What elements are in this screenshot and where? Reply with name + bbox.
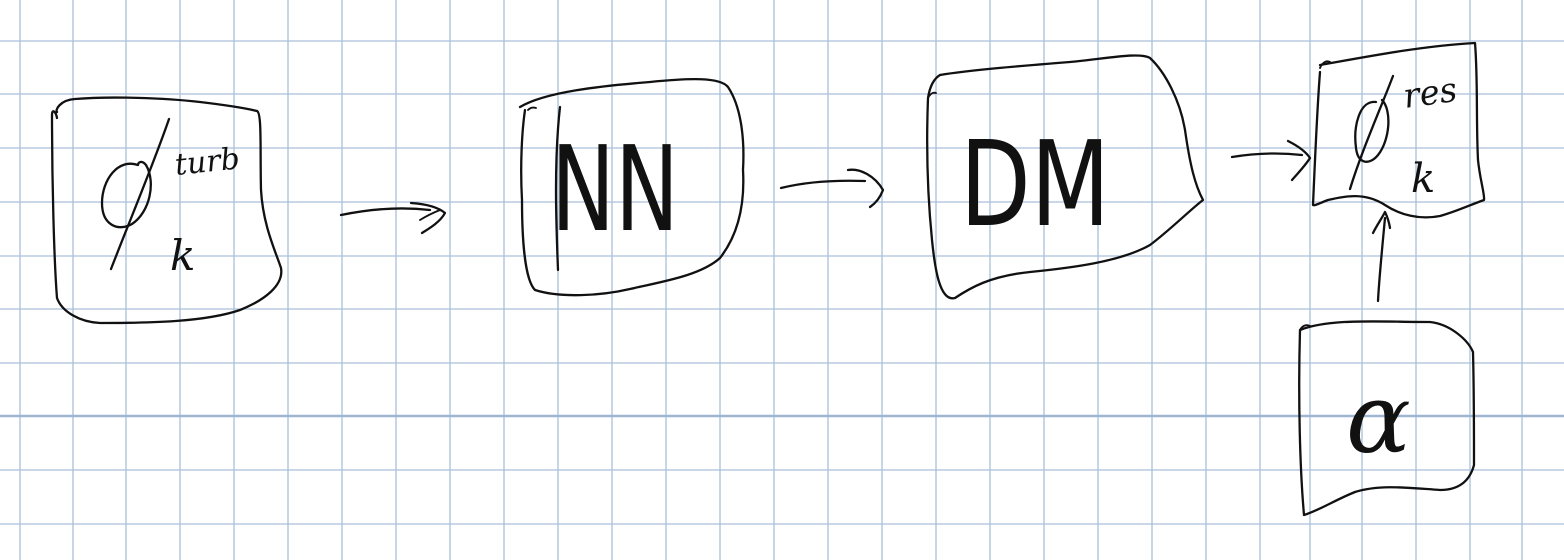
node-output-superscript: res	[1401, 70, 1460, 117]
node-input-subscript: k	[170, 231, 195, 280]
node-output: res k	[1311, 41, 1486, 219]
node-parameter: α	[1298, 320, 1476, 517]
edge-parameter-to-output	[1371, 210, 1392, 303]
node-parameter-border	[1298, 320, 1476, 517]
node-input: turb k	[50, 96, 283, 325]
edge-input-to-network	[339, 201, 447, 235]
node-dm: DM	[926, 54, 1205, 300]
node-output-border	[1311, 41, 1486, 219]
node-input-phi-symbol	[100, 117, 171, 271]
node-network-border	[518, 78, 745, 297]
node-dm-border	[926, 54, 1205, 300]
edge-network-to-dm	[779, 168, 885, 209]
node-parameter-symbol: α	[1346, 363, 1411, 475]
node-output-subscript: k	[1411, 156, 1435, 202]
node-network-label: NN	[551, 120, 679, 258]
node-input-superscript: turb	[173, 141, 241, 183]
node-output-phi-symbol	[1348, 74, 1395, 191]
node-input-border	[50, 96, 283, 325]
node-network: NN	[518, 78, 745, 297]
edge-dm-to-output	[1230, 139, 1312, 182]
node-dm-label: DM	[960, 115, 1110, 253]
